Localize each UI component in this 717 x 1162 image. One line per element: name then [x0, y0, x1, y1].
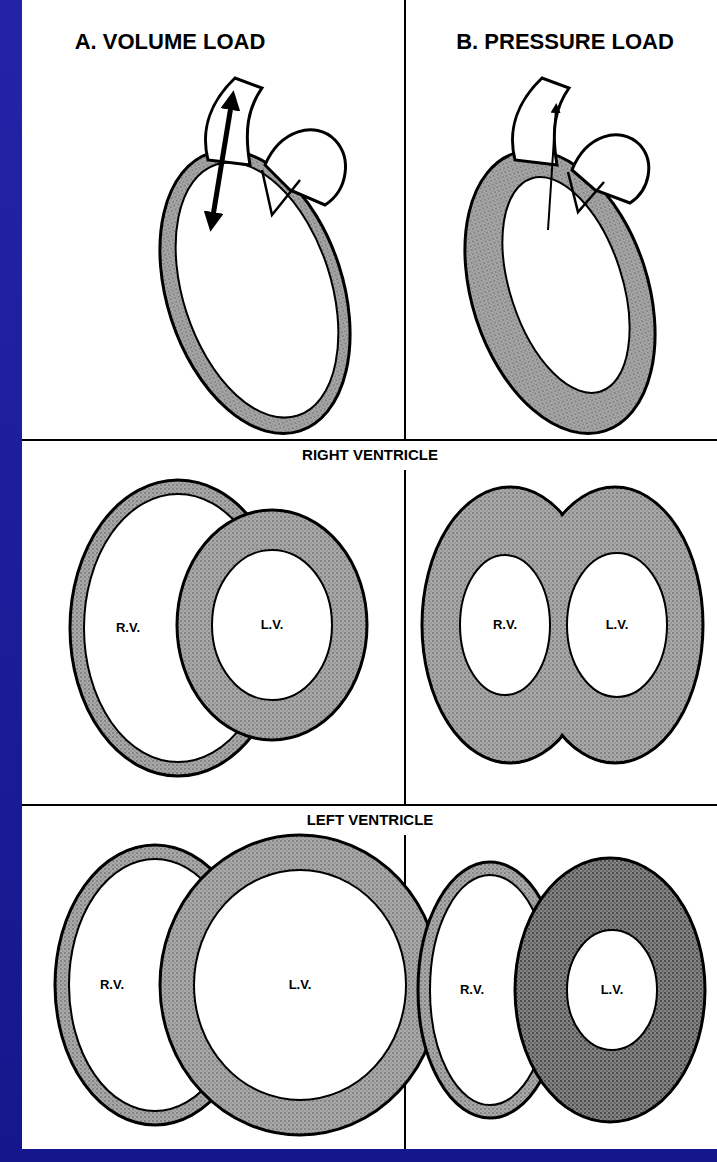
- left-atrium: [265, 130, 345, 205]
- chamber-label: R.V.: [116, 621, 140, 635]
- heart-pressure: [431, 78, 689, 458]
- chamber-label: L.V.: [601, 983, 624, 997]
- lv-cavity: [194, 870, 406, 1100]
- divider-line: [22, 439, 717, 441]
- lv-cavity: [567, 930, 657, 1050]
- mitral-leaflet: [568, 172, 604, 212]
- aorta: [206, 78, 262, 165]
- lv-cavity: [212, 550, 332, 700]
- chamber-label: R.V.: [100, 978, 124, 992]
- lv-wall: [177, 510, 367, 740]
- heart-volume: [126, 78, 384, 458]
- chamber-label: L.V.: [289, 978, 312, 992]
- wall-fill: [529, 489, 701, 761]
- ventricle-wall: [431, 126, 689, 458]
- left-atrium: [572, 135, 649, 203]
- lv-wall: [515, 858, 705, 1122]
- section-heading: RIGHT VENTRICLE: [294, 445, 446, 466]
- lv-volume-section: [55, 835, 440, 1135]
- chamber-label: R.V.: [460, 983, 484, 997]
- column-heading: A. VOLUME LOAD: [75, 30, 266, 54]
- rv-volume-section: [70, 480, 367, 776]
- chamber-label: L.V.: [261, 618, 284, 632]
- divider-line: [404, 470, 406, 805]
- divider-lines: [22, 0, 717, 1149]
- rv-cavity: [460, 555, 550, 695]
- lv-cavity: [567, 553, 667, 697]
- lv-wall: [160, 835, 440, 1135]
- mitral-leaflet: [262, 170, 300, 215]
- divider-line: [404, 0, 406, 440]
- flow-arrow: [212, 100, 232, 222]
- lv-pressure-section: [418, 858, 705, 1122]
- column-heading: B. PRESSURE LOAD: [456, 30, 674, 54]
- divider-line: [22, 804, 717, 806]
- chamber-label: L.V.: [606, 618, 629, 632]
- chamber-label: R.V.: [493, 618, 517, 632]
- flow-arrow: [548, 108, 556, 230]
- rv-pressure-section: [422, 487, 703, 763]
- aorta: [513, 78, 569, 165]
- section-heading: LEFT VENTRICLE: [299, 810, 442, 831]
- ventricle-wall: [126, 126, 384, 458]
